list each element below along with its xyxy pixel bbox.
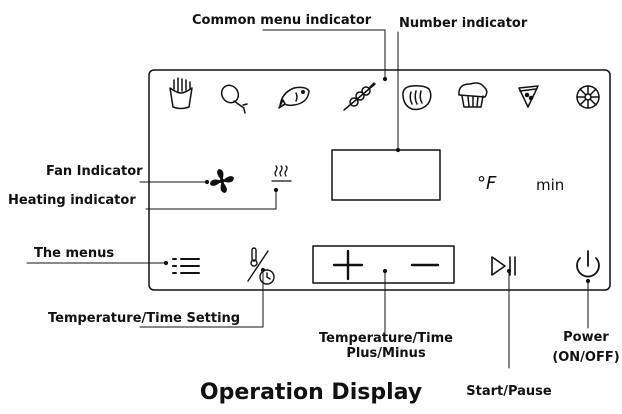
fan-indicator-label: Fan Indicator — [46, 164, 143, 179]
temperature-time-setting-label: Temperature/Time Setting — [48, 311, 241, 326]
plus-minus-label-line1: Temperature/Time — [319, 331, 453, 346]
menus-label: The menus — [34, 246, 115, 261]
common-menu-indicator-label: Common menu indicator — [192, 13, 372, 28]
skewer-icon — [343, 82, 376, 111]
heating-icon — [271, 165, 292, 182]
plus-minus-button-frame — [312, 245, 455, 284]
start-pause-label: Start/Pause — [466, 384, 552, 399]
control-panel-outline — [148, 69, 611, 291]
leader-lines — [26, 29, 591, 369]
diagram-title: Operation Display — [199, 380, 423, 405]
start-pause-icon — [491, 256, 516, 276]
plus-minus-label-line2: Plus/Minus — [346, 346, 426, 361]
number-indicator-label: Number indicator — [399, 16, 528, 31]
pizza-icon — [518, 85, 539, 108]
fries-icon — [169, 77, 193, 110]
temperature-time-icon — [247, 247, 275, 285]
steak-icon — [402, 85, 432, 111]
power-icon — [576, 250, 600, 278]
fan-icon — [210, 169, 234, 193]
power-label-line1: Power — [563, 330, 609, 345]
number-display-screen — [331, 149, 441, 201]
cake-icon — [458, 82, 488, 108]
heating-indicator-label: Heating indicator — [8, 193, 136, 208]
drumstick-icon — [220, 84, 248, 114]
menu-list-icon — [172, 258, 200, 274]
vegetable-icon — [576, 85, 600, 109]
temperature-unit-readout: °F — [477, 173, 497, 194]
plus-icon — [332, 249, 364, 281]
power-label-line2: (ON/OFF) — [552, 350, 620, 365]
fish-icon — [278, 86, 310, 109]
time-unit-readout: min — [536, 176, 565, 194]
